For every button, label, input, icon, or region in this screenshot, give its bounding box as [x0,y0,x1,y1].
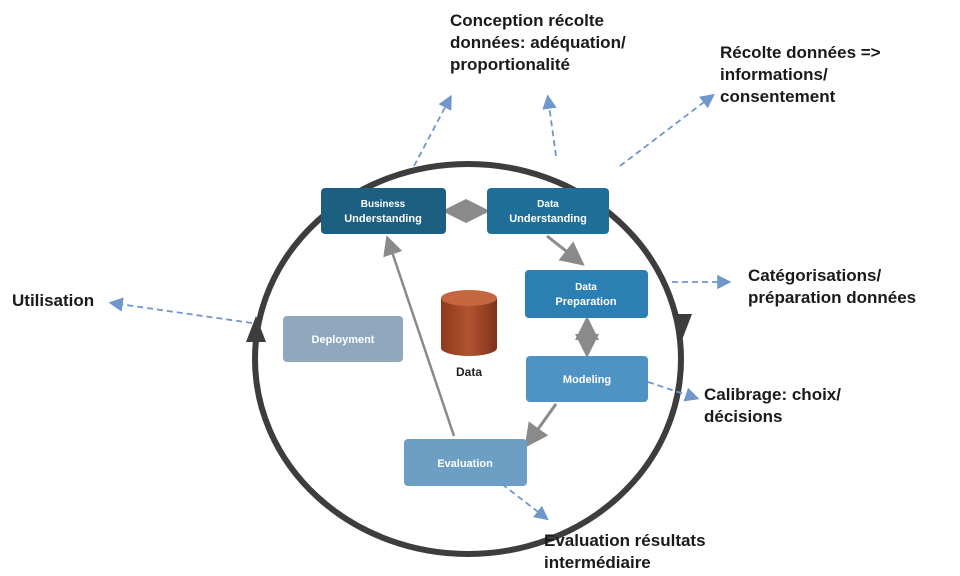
arrow-mod-to-eval [524,403,558,448]
annotation-calibrage-line-2: décisions [704,407,783,426]
annotation-recolte-line-3: consentement [720,87,836,106]
annotation-conception-line-2: données: adéquation/ [450,33,626,52]
annotation-categorisations: Catégorisations/ préparation données [748,265,916,309]
annotation-categorisations-line-2: préparation données [748,288,917,307]
phase-evaluation-label: Evaluation [437,458,493,470]
annotation-evaluation-resultats-line-2: intermédiaire [544,553,651,572]
annotation-recolte-line-1: Récolte données => [720,43,881,62]
cylinder-body [441,298,497,356]
annotation-recolte-line-2: informations/ [720,65,828,84]
cylinder-top [441,290,497,306]
phase-business-understanding: Business Understanding [321,188,446,234]
annotation-evaluation-resultats-line-1: Evaluation résultats [544,531,706,550]
phase-data-preparation-line-1: Data [575,282,597,293]
phase-evaluation: Evaluation [404,439,527,486]
annotation-conception-line-3: proportionalité [450,55,570,74]
arrow-eval-to-bu [383,235,456,437]
cycle-ring [252,161,684,557]
dashed-arrow-conception-2 [542,94,557,157]
phase-modeling-label: Modeling [563,374,611,386]
data-label: Data [456,365,482,379]
phase-deployment: Deployment [283,316,403,362]
dashed-arrow-recolte [619,93,715,167]
annotation-conception-line-1: Conception récolte [450,11,604,30]
phase-data-understanding-line-2: Understanding [509,213,587,225]
annotation-categorisations-line-1: Catégorisations/ [748,266,882,285]
annotation-utilisation: Utilisation [12,290,94,312]
dashed-arrow-calibrage [647,381,700,402]
phase-data-understanding-line-1: Data [537,199,559,210]
phase-data-understanding: Data Understanding [487,188,609,234]
cycle-arrowhead-right [672,314,692,340]
phase-modeling: Modeling [526,356,648,402]
cycle-arrowhead-left [246,316,266,342]
annotation-calibrage: Calibrage: choix/ décisions [704,384,841,428]
data-cylinder-icon [441,290,497,356]
phase-deployment-label: Deployment [312,334,375,346]
dashed-arrow-conception-1 [413,94,452,167]
phase-box-business-understanding [321,188,446,234]
annotation-recolte: Récolte données => informations/ consent… [720,42,881,108]
annotation-evaluation-resultats: Evaluation résultats intermédiaire [544,530,706,574]
phase-business-understanding-line-1: Business [361,199,406,210]
phase-box-evaluation [404,439,527,486]
phase-box-data-understanding [487,188,609,234]
internal-arrows [383,199,599,448]
phase-data-preparation-line-2: Preparation [555,296,616,308]
phase-box-deployment [283,316,403,362]
dashed-arrow-utilisation [108,297,253,324]
phase-data-preparation: Data Preparation [525,270,648,318]
phase-box-data-preparation [525,270,648,318]
phase-business-understanding-line-2: Understanding [344,213,422,225]
annotation-conception: Conception récolte données: adéquation/ … [450,10,626,76]
arrow-du-to-dp [546,234,585,266]
annotation-utilisation-line-1: Utilisation [12,291,95,310]
annotation-calibrage-line-1: Calibrage: choix/ [704,385,841,404]
phase-box-modeling [526,356,648,402]
